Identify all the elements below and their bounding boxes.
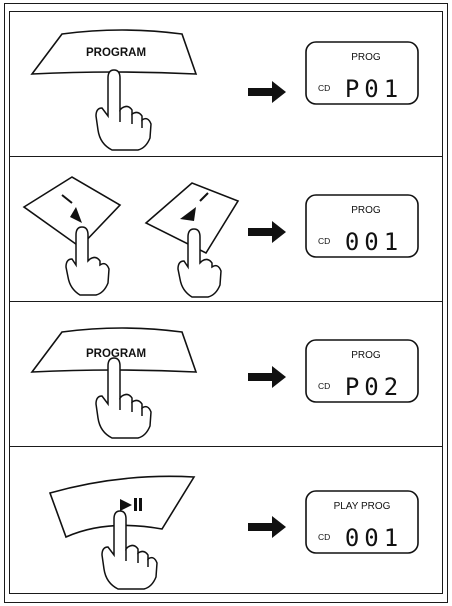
- lcd-source-label: CD: [318, 236, 330, 246]
- step-2-panel: PROG CD 001: [9, 156, 443, 302]
- lcd-source-label: CD: [318, 381, 330, 391]
- pointing-hand-icon: [95, 357, 152, 439]
- lcd-display: [305, 194, 419, 258]
- step-1-panel: PROGRAM PROG CD P01: [9, 11, 443, 157]
- lcd-digits: 001: [345, 524, 403, 552]
- lcd-digits: 001: [345, 228, 403, 256]
- pointing-hand-icon: [177, 228, 222, 298]
- skip-previous-icon: [61, 194, 82, 223]
- program-button-label: PROGRAM: [86, 348, 146, 360]
- skip-next-icon: [180, 192, 209, 221]
- program-button: [30, 29, 198, 75]
- lcd-display: [305, 490, 419, 554]
- lcd-source-label: CD: [318, 532, 330, 542]
- program-button: [30, 327, 198, 373]
- step-4-illustration: PLAY PROG CD 001: [48, 475, 419, 590]
- lcd-top-label: PROG: [351, 350, 381, 361]
- step-4-panel: PLAY PROG CD 001: [9, 446, 443, 594]
- lcd-top-label: PLAY PROG: [334, 501, 391, 512]
- pointing-hand-icon: [95, 69, 152, 151]
- play-pause-icon: [120, 498, 142, 511]
- instruction-frame: [4, 3, 448, 603]
- right-arrow-icon: [248, 366, 286, 388]
- pointing-hand-icon: [101, 510, 158, 590]
- lcd-source-label: CD: [318, 83, 330, 93]
- right-arrow-icon: [248, 221, 286, 243]
- lcd-digits: P02: [345, 373, 403, 401]
- lcd-display: [305, 339, 419, 403]
- lcd-top-label: PROG: [351, 52, 381, 63]
- program-button-label: PROGRAM: [86, 47, 146, 59]
- lcd-top-label: PROG: [351, 205, 381, 216]
- right-arrow-icon: [248, 516, 286, 538]
- pointing-hand-icon: [65, 226, 110, 296]
- step-3-panel: PROGRAM PROG CD P02: [9, 301, 443, 447]
- step-2-illustration: PROG CD 001: [22, 176, 419, 298]
- step-1-illustration: PROGRAM PROG CD P01: [30, 29, 419, 151]
- right-arrow-icon: [248, 81, 286, 103]
- lcd-digits: P01: [345, 75, 403, 103]
- lcd-display: [305, 41, 419, 105]
- step-3-illustration: PROGRAM PROG CD P02: [30, 327, 419, 439]
- skip-previous-button: [22, 176, 122, 249]
